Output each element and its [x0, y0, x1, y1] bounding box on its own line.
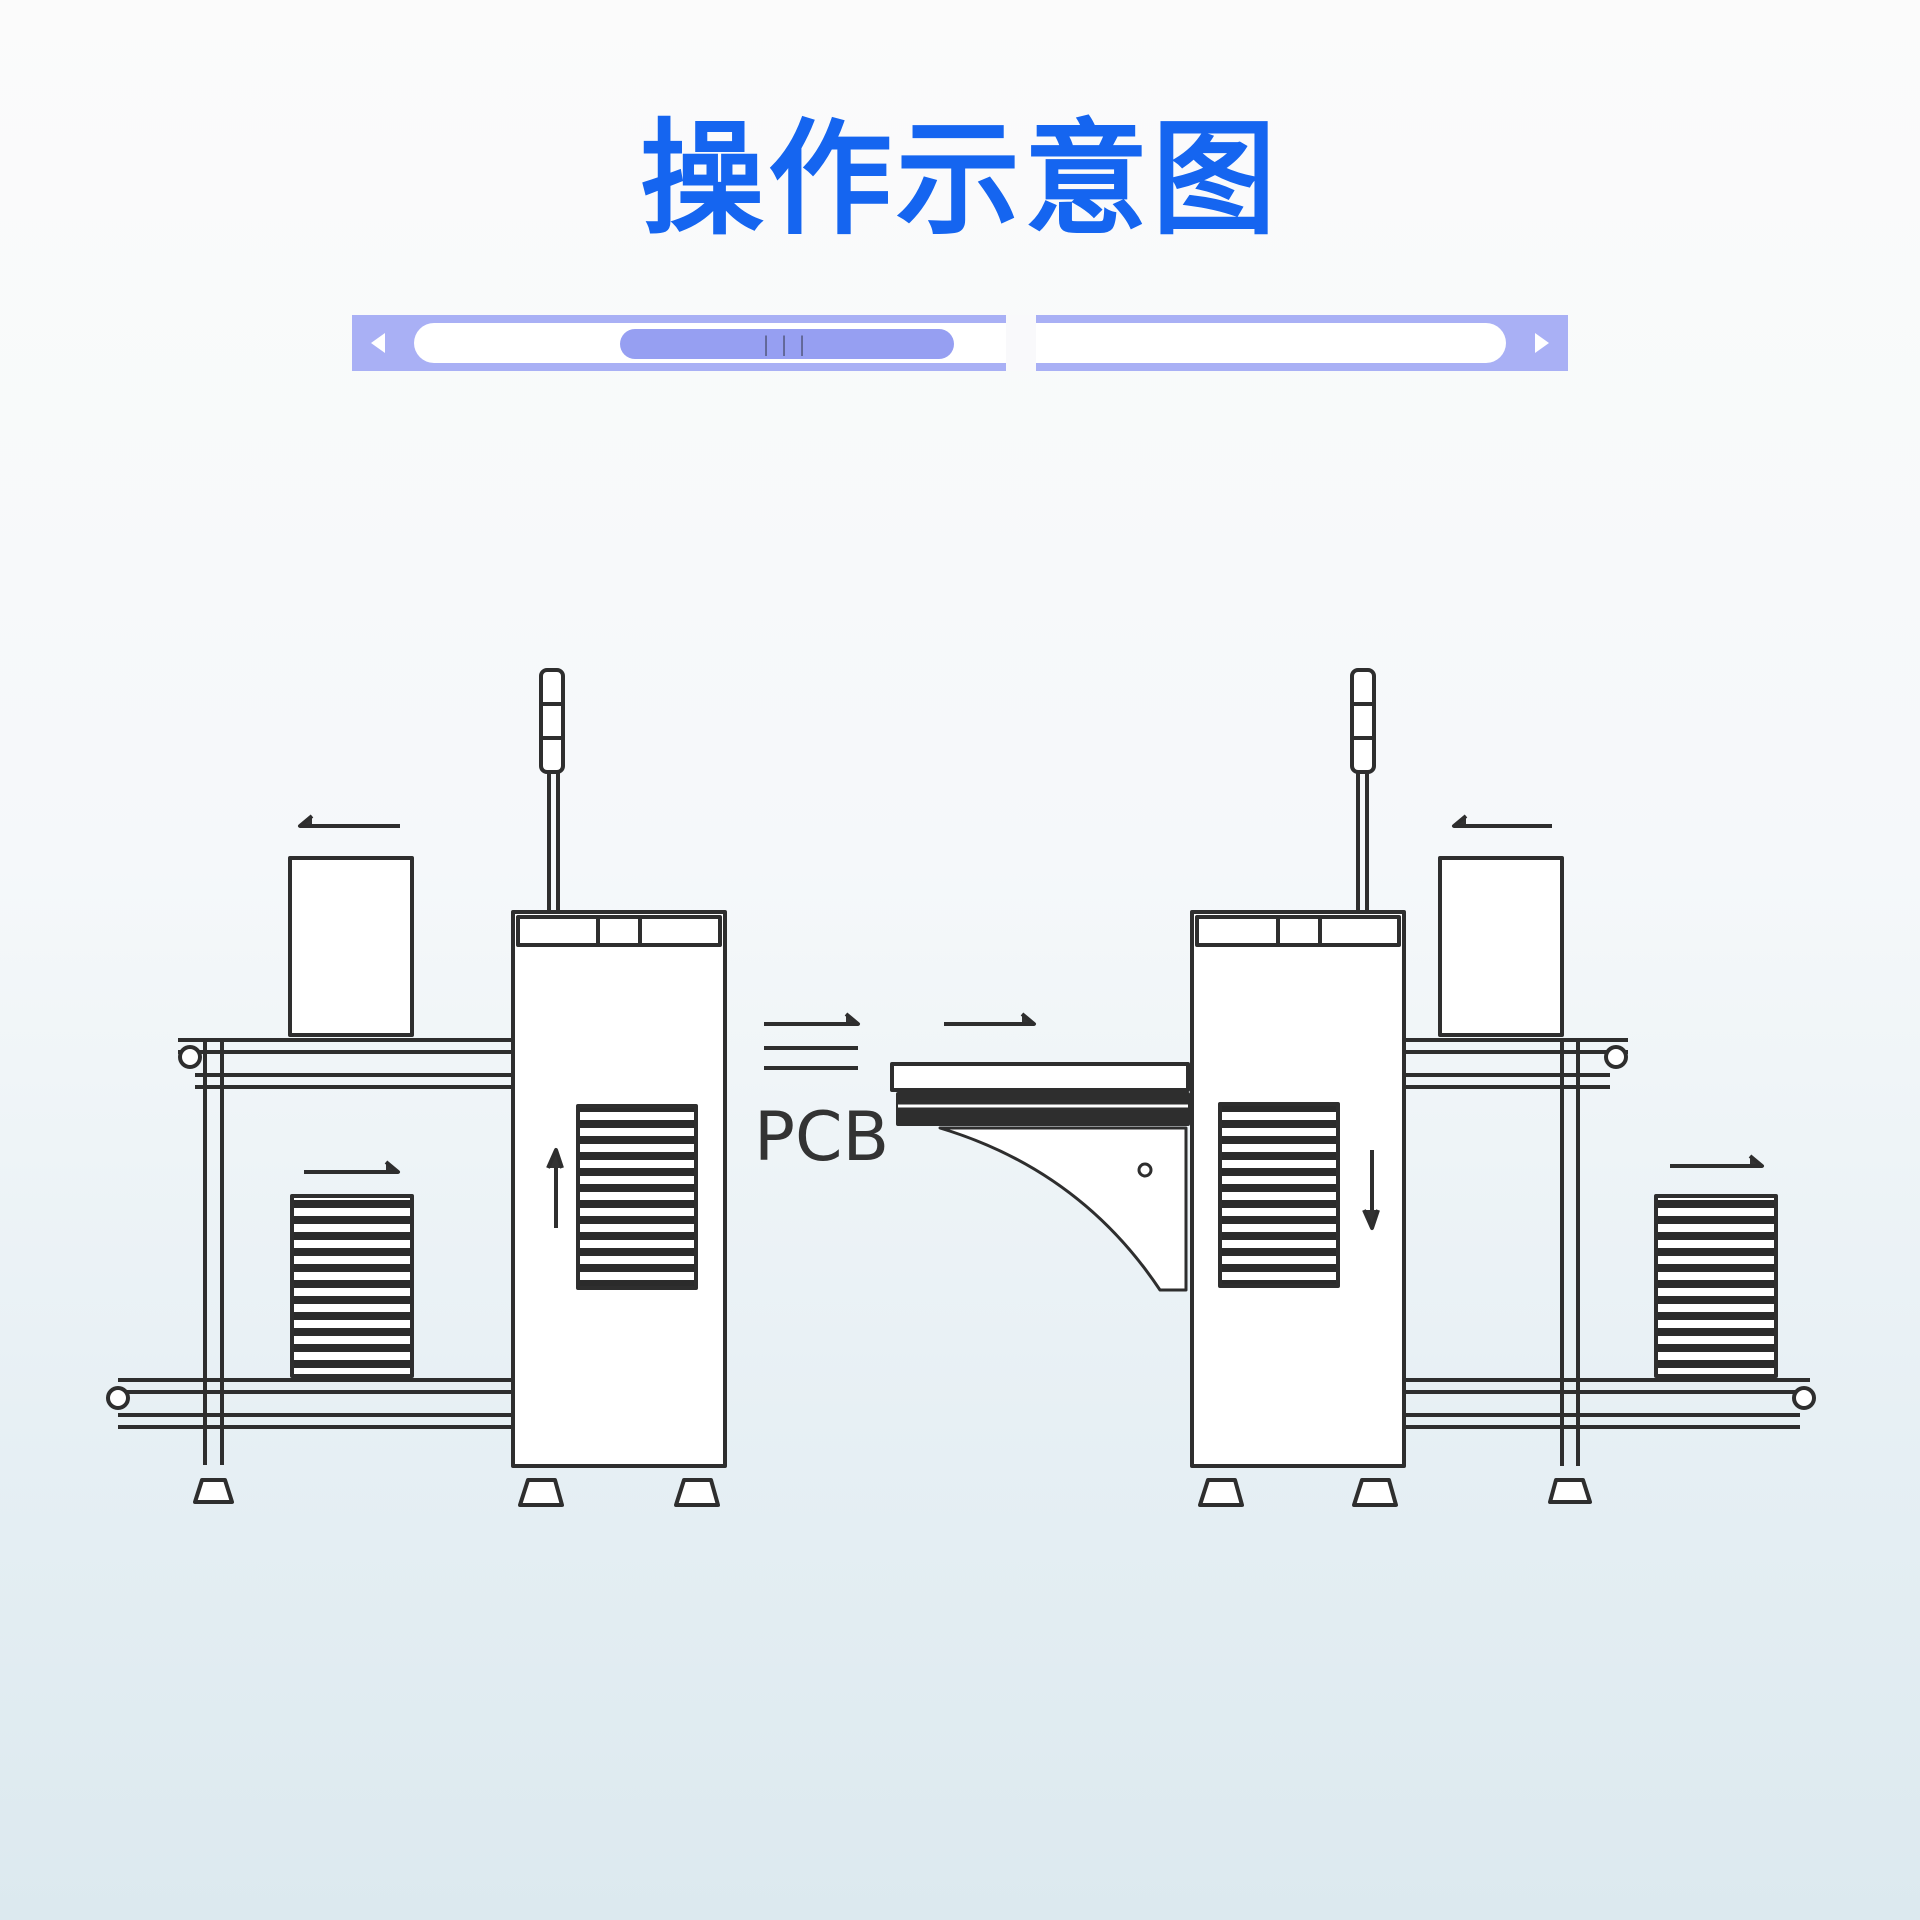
right-conveyor	[1404, 1038, 1816, 1504]
left-conveyor	[106, 1038, 515, 1504]
scrollbar-track[interactable]	[414, 323, 1506, 363]
left-lower-stack	[290, 1160, 414, 1378]
pcb-transfer-arrows	[764, 1012, 1036, 1070]
right-unloader-machine	[1190, 668, 1406, 1507]
left-loader-machine	[511, 668, 727, 1507]
bridge-conveyor	[890, 1062, 1190, 1292]
left-upper-box	[288, 814, 414, 1037]
horizontal-scrollbar[interactable]: |||	[352, 315, 1568, 371]
triangle-right-icon	[1535, 333, 1549, 353]
triangle-left-icon	[371, 333, 385, 353]
scroll-left-button[interactable]	[358, 315, 398, 371]
pcb-label: PCB	[754, 1098, 889, 1177]
scroll-right-button[interactable]	[1522, 315, 1562, 371]
page-title: 操作示意图	[639, 108, 1280, 252]
right-upper-box	[1438, 814, 1564, 1037]
scrollbar-divider	[1006, 315, 1036, 371]
scrollbar-grip: |||	[759, 332, 815, 356]
right-lower-stack	[1654, 1154, 1778, 1378]
scrollbar-thumb[interactable]: |||	[620, 329, 954, 359]
